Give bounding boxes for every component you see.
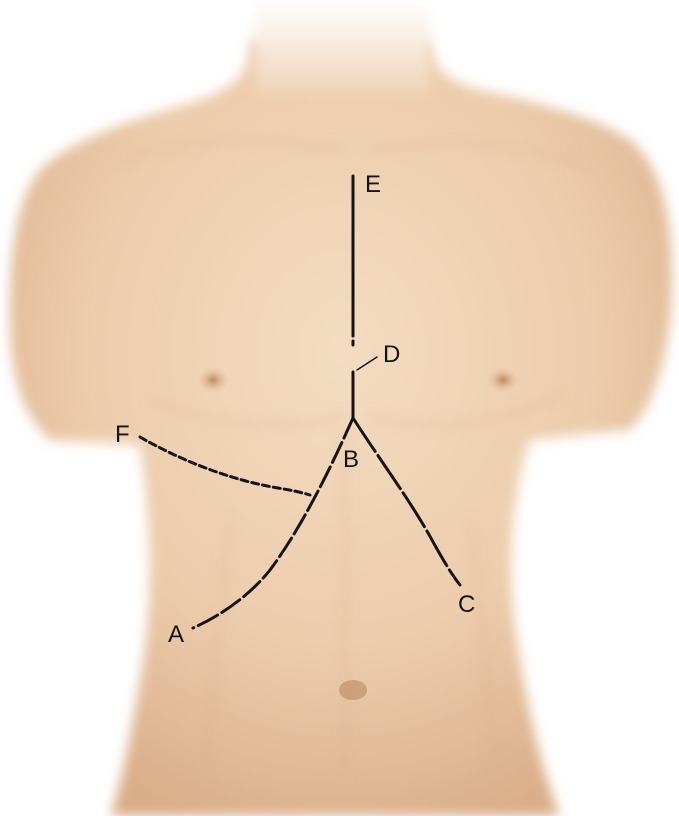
label-d: D: [383, 341, 400, 368]
label-b: B: [343, 446, 359, 473]
navel: [339, 680, 367, 700]
label-a: A: [168, 621, 184, 648]
label-f: F: [115, 421, 130, 448]
left-nipple: [197, 367, 229, 393]
label-e: E: [365, 171, 381, 198]
right-nipple: [487, 367, 519, 393]
label-c: C: [458, 591, 475, 618]
neck: [255, 0, 430, 95]
